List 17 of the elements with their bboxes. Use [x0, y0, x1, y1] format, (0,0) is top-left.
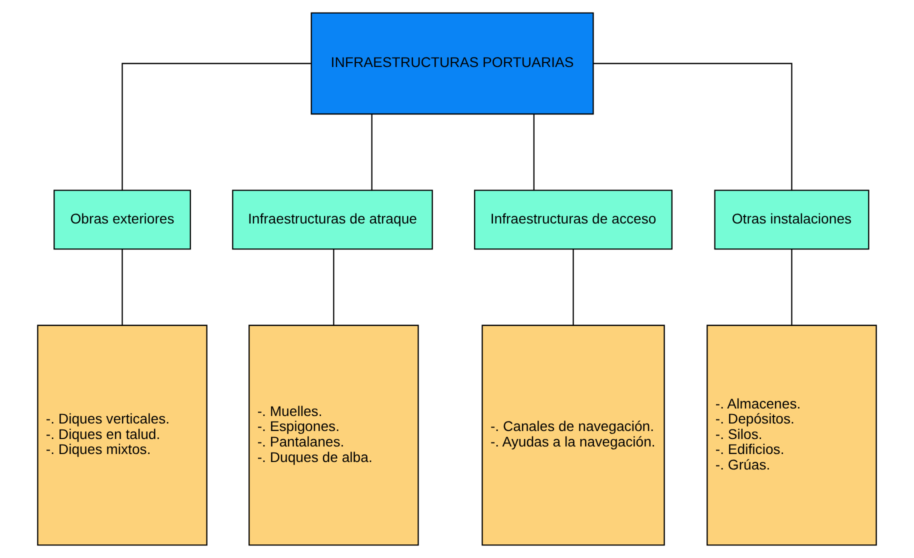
- node-box: Infraestructuras de acceso: [474, 190, 673, 250]
- connector: [333, 249, 334, 326]
- node-box: -. Diques verticales. -. Diques en talud. -. Diques mixtos.: [37, 324, 208, 546]
- node-box: Obras exteriores: [54, 190, 191, 250]
- connector: [791, 249, 792, 326]
- connector: [122, 62, 311, 190]
- node-box: -. Almacenes. -. Depósitos. -. Silos. -. Edificios. -. Grúas.: [706, 324, 877, 546]
- node-box: -. Muelles. -. Espigones. -. Pantalanes. -. Duques de alba.: [248, 324, 419, 546]
- connector: [122, 249, 123, 326]
- node-box: Otras instalaciones: [714, 190, 870, 250]
- node-box: -. Canales de navegación. -. Ayudas a la navegación.: [482, 324, 665, 546]
- connector: [371, 114, 372, 190]
- connector: [572, 249, 574, 326]
- connector: [533, 114, 535, 190]
- connector: [593, 62, 792, 190]
- node-box: Infraestructuras de atraque: [232, 190, 433, 250]
- node-box: INFRAESTRUCTURAS PORTUARIAS: [310, 12, 594, 115]
